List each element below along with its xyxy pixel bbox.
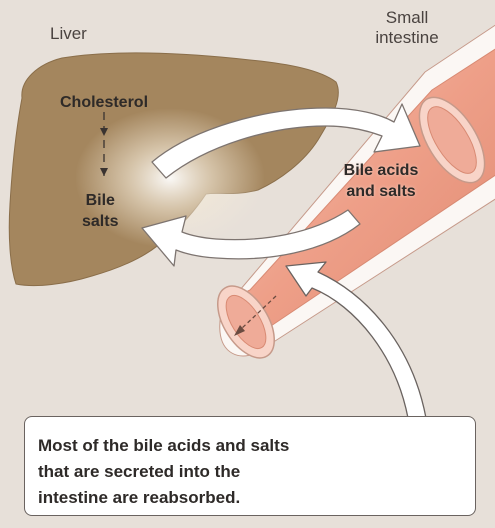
bile-acids-and-salts-label: Bile acids and salts	[322, 160, 440, 202]
bile-acids-label-line2: and salts	[322, 181, 440, 202]
bile-salts-label-line2: salts	[82, 211, 118, 232]
callout-line2: that are secreted into the	[38, 459, 458, 485]
bile-acids-label-line1: Bile acids	[322, 160, 440, 181]
callout-line3: intestine are reabsorbed.	[38, 485, 458, 511]
bile-salts-label-line1: Bile	[82, 190, 118, 211]
cholesterol-label: Cholesterol	[60, 92, 148, 113]
bile-salts-label: Bile salts	[82, 190, 118, 232]
small-intestine-label-line2: intestine	[352, 28, 462, 48]
small-intestine-label-line1: Small	[352, 8, 462, 28]
small-intestine-label: Small intestine	[352, 8, 462, 48]
callout-line1: Most of the bile acids and salts	[38, 433, 458, 459]
callout-text: Most of the bile acids and salts that ar…	[38, 433, 458, 511]
liver-label: Liver	[50, 24, 87, 44]
